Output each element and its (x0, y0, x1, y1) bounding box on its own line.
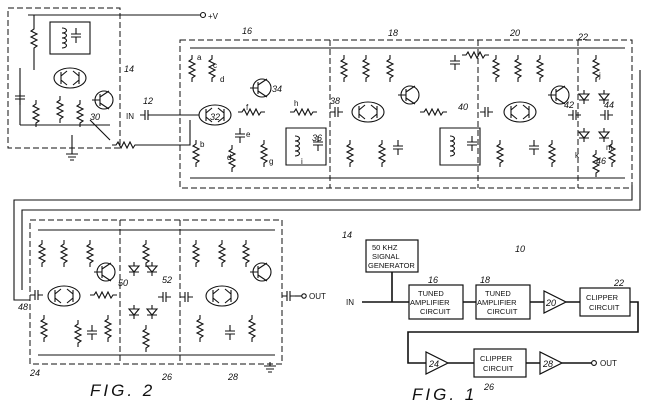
ref-16-block: 16 (428, 275, 438, 285)
gen-line3: GENERATOR (368, 261, 415, 270)
ref-20-top: 20 (509, 28, 520, 38)
in-label-block: IN (346, 298, 354, 307)
letter-a: a (197, 53, 202, 62)
figure-text: +V 14 16 18 20 22 12 IN 30 32 34 36 38 4… (18, 12, 624, 404)
ref-50: 50 (118, 278, 128, 288)
ref-32: 32 (210, 112, 220, 122)
amplifier-chain-top (139, 39, 633, 189)
letter-d1: d (220, 75, 224, 84)
supply-label: +V (208, 12, 219, 21)
clip22-line2: CIRCUIT (589, 303, 620, 312)
letter-i: i (301, 157, 303, 166)
ref-26-block: 26 (483, 382, 494, 392)
ref-18-top: 18 (388, 28, 398, 38)
ref-48: 48 (18, 302, 28, 312)
amp16-line1: TUNED (418, 289, 444, 298)
ref-22-block: 22 (613, 278, 624, 288)
ref-46-top: 46 (596, 156, 606, 166)
ref-12: 12 (143, 96, 153, 106)
gen-line2: SIGNAL (372, 252, 400, 261)
interconnect-wiring (13, 70, 641, 301)
ref-52: 52 (162, 275, 172, 285)
letter-j: j (598, 71, 601, 80)
ref-42: 42 (564, 100, 574, 110)
amp18-line2: AMPLIFIER (477, 298, 517, 307)
ref-28-block: 28 (542, 359, 553, 369)
ref-14-block: 14 (342, 230, 352, 240)
ref-16-top: 16 (242, 26, 252, 36)
ref-14-top: 14 (124, 64, 134, 74)
clipper-22-block (579, 287, 631, 317)
ref-30: 30 (90, 112, 100, 122)
letter-g: g (269, 157, 273, 166)
ref-26-bottom: 26 (161, 372, 172, 382)
out-label-block: OUT (600, 359, 617, 368)
ref-24-block: 24 (428, 359, 439, 369)
out-label-bottom: OUT (309, 292, 326, 301)
letter-c: c (213, 61, 217, 70)
signal-generator-block (365, 239, 419, 273)
ref-28-bottom: 28 (227, 372, 238, 382)
clip26-line2: CIRCUIT (483, 364, 514, 373)
clipper-26-block (473, 348, 527, 378)
clip22-line1: CLIPPER (586, 293, 619, 302)
gen-line1: 50 KHZ (372, 243, 398, 252)
ref-22-top: 22 (577, 32, 588, 42)
letter-h: h (294, 99, 298, 108)
ref-18-block: 18 (480, 275, 490, 285)
ref-10: 10 (515, 244, 525, 254)
in-label-top: IN (126, 112, 134, 121)
fig2-title: FIG. 2 (90, 381, 155, 400)
ref-38: 38 (330, 96, 340, 106)
letter-m: m (606, 143, 613, 152)
amp18-line3: CIRCUIT (487, 307, 518, 316)
letter-k: k (575, 151, 580, 160)
amp16-line3: CIRCUIT (420, 307, 451, 316)
ref-24-bottom: 24 (29, 368, 40, 378)
block-diagram (362, 239, 639, 378)
fig1-title: FIG. 1 (412, 385, 477, 404)
ref-44: 44 (604, 100, 614, 110)
letter-f: f (246, 103, 249, 112)
amplifier-chain-bottom (29, 219, 307, 373)
ref-36: 36 (312, 133, 322, 143)
ref-34: 34 (272, 84, 282, 94)
ref-20-block: 20 (545, 298, 556, 308)
oscillator-14 (7, 7, 207, 161)
clip26-line1: CLIPPER (480, 354, 513, 363)
letter-e: e (246, 130, 251, 139)
letter-d2: d (227, 153, 231, 162)
amp16-line2: AMPLIFIER (410, 298, 450, 307)
amp18-line1: TUNED (485, 289, 511, 298)
ref-40: 40 (458, 102, 468, 112)
tuned-amplifier-18-block (475, 284, 531, 320)
letter-b: b (200, 140, 205, 149)
